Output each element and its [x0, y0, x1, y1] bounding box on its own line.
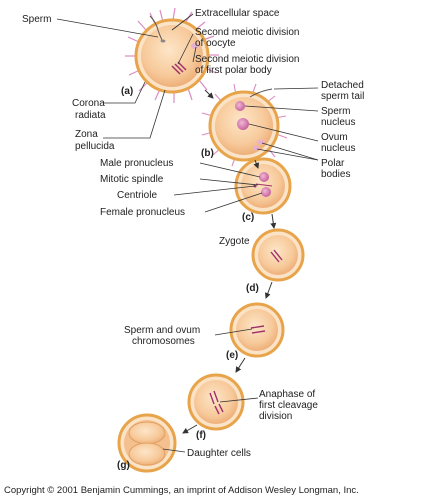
label-ovum-nucleus-1: Ovum — [321, 132, 348, 143]
daughter-cell-1 — [128, 421, 166, 445]
label-zona-pellucida-2: pellucida — [75, 141, 115, 152]
label-second-meiotic-oocyte-1: Second meiotic division — [195, 27, 300, 38]
label-daughter-cells: Daughter cells — [187, 448, 251, 459]
label-detached-tail-2: sperm tail — [321, 91, 364, 102]
stage-label-a: (a) — [121, 86, 133, 97]
label-ovum-nucleus-2: nucleus — [321, 143, 355, 154]
label-polar-bodies-2: bodies — [321, 169, 350, 180]
label-sperm: Sperm — [22, 14, 51, 25]
label-polar-bodies-1: Polar — [321, 158, 345, 169]
cell-f — [187, 373, 245, 431]
cell-a — [125, 7, 219, 103]
leader-lines — [56, 13, 319, 453]
female-pronucleus-c — [261, 187, 271, 197]
copyright-notice: Copyright © 2001 Benjamin Cummings, an i… — [4, 485, 359, 496]
label-corona-radiata-2: radiata — [75, 110, 106, 121]
label-male-pronucleus: Male pronucleus — [100, 158, 173, 169]
label-second-meiotic-polar-1: Second meiotic division — [195, 54, 300, 65]
label-mitotic-spindle: Mitotic spindle — [100, 174, 164, 185]
sequence-arrows — [182, 89, 277, 434]
label-anaphase-1: Anaphase of — [259, 389, 315, 400]
detached-sperm-tail-b — [249, 88, 273, 98]
anaphase-chromosomes — [209, 390, 224, 415]
first-polar-body-a — [191, 43, 199, 49]
daughter-cell-2 — [128, 442, 166, 466]
stage-label-d: (d) — [246, 283, 259, 294]
label-extracellular-space: Extracellular space — [195, 8, 280, 19]
stage-label-b: (b) — [201, 148, 214, 159]
polar-body-b2 — [253, 145, 259, 151]
stage-label-e: (e) — [226, 350, 238, 361]
label-second-meiotic-polar-2: of first polar body — [195, 65, 272, 76]
label-detached-tail-1: Detached — [321, 80, 364, 91]
label-sperm-nucleus-2: nucleus — [321, 117, 355, 128]
sperm-a — [149, 15, 163, 41]
male-pronucleus-c — [259, 172, 269, 182]
mitotic-spindle-c — [255, 183, 273, 187]
stage-label-g: (g) — [117, 460, 130, 471]
cell-g — [117, 413, 177, 473]
label-centriole: Centriole — [117, 190, 157, 201]
sperm-nucleus-b — [235, 101, 245, 111]
stage-label-f: (f) — [196, 430, 206, 441]
label-anaphase-2: first cleavage — [259, 400, 318, 411]
stage-label-c: (c) — [242, 212, 254, 223]
label-anaphase-3: division — [259, 411, 292, 422]
cell-c — [234, 157, 292, 215]
cell-e — [229, 302, 285, 358]
ovum-nucleus-b — [237, 118, 249, 130]
label-zona-pellucida-1: Zona — [75, 129, 98, 140]
label-corona-radiata-1: Corona — [72, 98, 105, 109]
label-sperm-nucleus-1: Sperm — [321, 106, 350, 117]
label-zygote: Zygote — [219, 236, 250, 247]
label-female-pronucleus: Female pronucleus — [100, 207, 185, 218]
label-second-meiotic-oocyte-2: of oocyte — [195, 38, 236, 49]
label-chromosomes-2: chromosomes — [132, 336, 195, 347]
cell-b — [201, 83, 288, 167]
meiotic-spindle-a — [171, 61, 187, 75]
label-chromosomes-1: Sperm and ovum — [124, 325, 200, 336]
cell-d — [251, 228, 305, 282]
sperm-ovum-chromosomes — [250, 325, 266, 334]
zygote-chromosomes — [270, 249, 283, 263]
